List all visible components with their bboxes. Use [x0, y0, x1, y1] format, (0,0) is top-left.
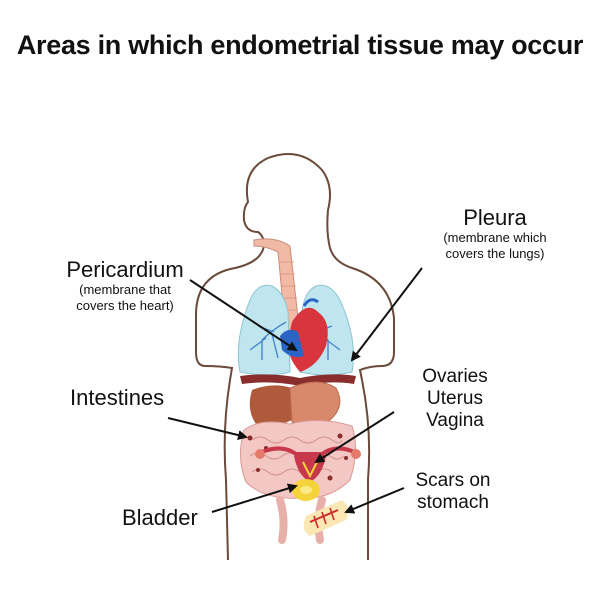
stomach: [289, 381, 341, 426]
pleura-name: Pleura: [463, 205, 527, 230]
intestines-label: Intestines: [70, 385, 165, 410]
stomach-scar: [303, 500, 349, 536]
reproductive-arrow: [314, 411, 395, 464]
scars-label: Scars on stomach: [398, 470, 508, 514]
pericardium-label: Pericardium (membrane that covers the he…: [52, 258, 198, 314]
body-outline: [195, 153, 395, 561]
scars-line-2: stomach: [417, 492, 489, 513]
pericardium-arrow: [189, 279, 298, 352]
pleura-label: Pleura (membrane which covers the lungs): [420, 206, 570, 262]
liver: [249, 385, 292, 427]
intestines-arrow: [167, 417, 248, 440]
uterus: [255, 446, 361, 482]
diagram-title: Areas in which endometrial tissue may oc…: [16, 30, 584, 60]
bladder: [292, 479, 320, 501]
vagina-text: Vagina: [426, 410, 484, 431]
pleura-note-2: covers the lungs): [445, 246, 545, 261]
pericardium-note-1: (membrane that: [79, 282, 171, 297]
pleura-note-1: (membrane which: [443, 230, 547, 245]
pericardium-note-2: covers the heart): [76, 298, 174, 313]
scars-arrow: [344, 487, 405, 514]
pleura-arrow: [350, 267, 423, 362]
bladder-label: Bladder: [122, 505, 198, 530]
pericardium-name: Pericardium: [66, 257, 184, 282]
reproductive-label: Ovaries Uterus Vagina: [400, 366, 510, 432]
uterus-text: Uterus: [427, 388, 483, 409]
bladder-arrow: [211, 483, 298, 513]
scars-line-1: Scars on: [415, 470, 491, 491]
ovaries-text: Ovaries: [422, 366, 488, 387]
